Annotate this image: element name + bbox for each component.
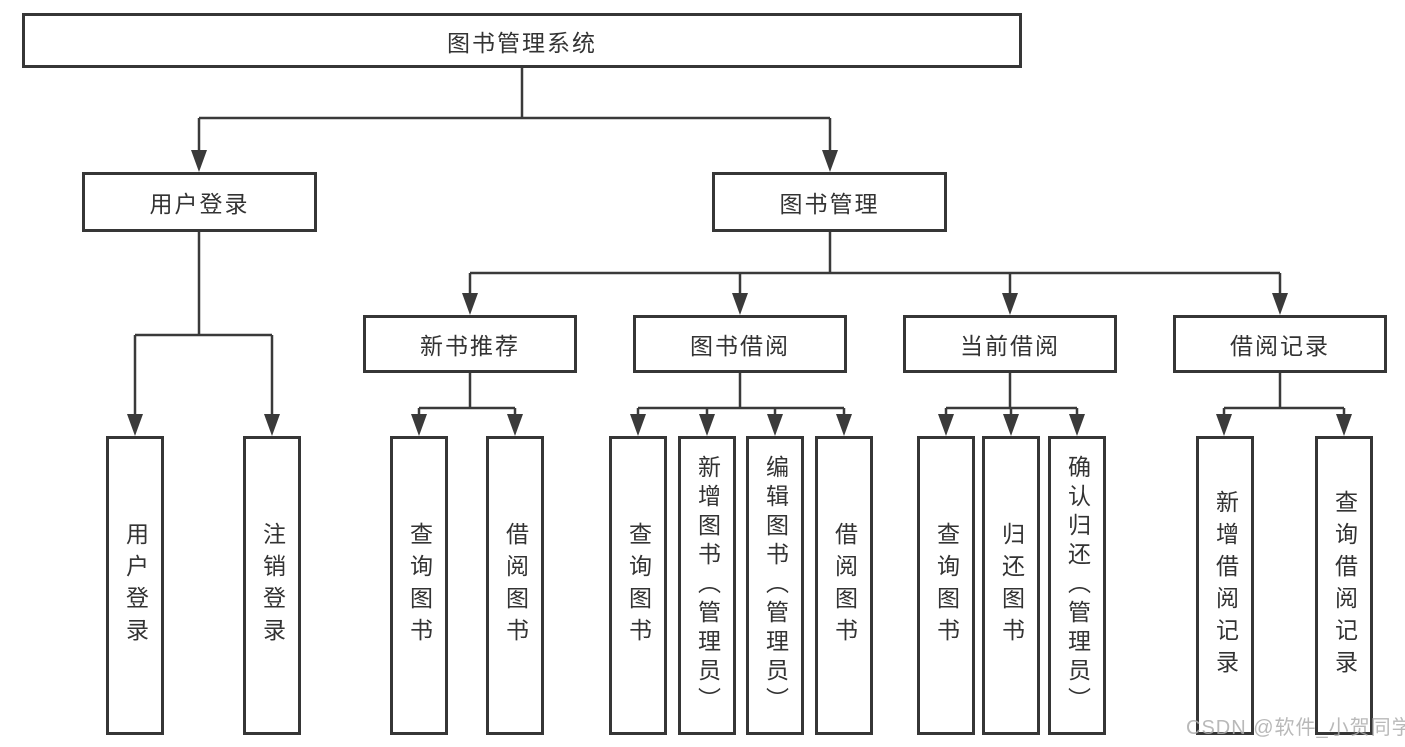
leaf-add-borrow-record: 新增借阅记录 xyxy=(1196,436,1254,735)
node-label: 归还图书 xyxy=(998,521,1025,650)
node-label: 新增图书（管理员） xyxy=(694,455,721,716)
leaf-query-books-borrow: 查询图书 xyxy=(609,436,667,735)
node-root-library-system: 图书管理系统 xyxy=(22,13,1022,68)
node-label: 借阅记录 xyxy=(1230,333,1330,359)
node-book-borrowing: 图书借阅 xyxy=(633,315,847,373)
leaf-user-login: 用户登录 xyxy=(106,436,164,735)
leaf-query-borrow-record: 查询借阅记录 xyxy=(1315,436,1373,735)
node-label: 图书管理系统 xyxy=(447,29,597,56)
leaf-logout: 注销登录 xyxy=(243,436,301,735)
node-label: 新增借阅记录 xyxy=(1212,489,1239,682)
node-label: 查询图书 xyxy=(406,521,433,650)
leaf-borrow-books: 借阅图书 xyxy=(815,436,873,735)
node-label: 用户登录 xyxy=(122,521,149,650)
node-label: 新书推荐 xyxy=(420,333,520,359)
node-book-management: 图书管理 xyxy=(712,172,947,232)
leaf-return-books: 归还图书 xyxy=(982,436,1040,735)
node-label: 注销登录 xyxy=(259,521,286,650)
node-label: 借阅图书 xyxy=(831,521,858,650)
node-borrowing-records: 借阅记录 xyxy=(1173,315,1387,373)
node-label: 查询借阅记录 xyxy=(1331,489,1358,682)
node-label: 查询图书 xyxy=(933,521,960,650)
node-label: 图书管理 xyxy=(779,191,880,217)
leaf-borrow-books-recommend: 借阅图书 xyxy=(486,436,544,735)
node-label: 查询图书 xyxy=(625,521,652,650)
leaf-query-books-current: 查询图书 xyxy=(917,436,975,735)
node-new-book-recommend: 新书推荐 xyxy=(363,315,577,373)
node-label: 用户登录 xyxy=(149,191,250,217)
node-label: 编辑图书（管理员） xyxy=(762,455,789,716)
node-label: 确认归还（管理员） xyxy=(1064,455,1091,716)
leaf-confirm-return-admin: 确认归还（管理员） xyxy=(1048,436,1106,735)
leaf-edit-books-admin: 编辑图书（管理员） xyxy=(746,436,804,735)
node-current-borrowing: 当前借阅 xyxy=(903,315,1117,373)
csdn-watermark: CSDN @软件_小贺同学 xyxy=(1186,717,1405,739)
node-label: 借阅图书 xyxy=(502,521,529,650)
leaf-add-books-admin: 新增图书（管理员） xyxy=(678,436,736,735)
node-label: 图书借阅 xyxy=(690,333,790,359)
node-label: 当前借阅 xyxy=(960,333,1060,359)
node-user-login: 用户登录 xyxy=(82,172,317,232)
leaf-query-books-recommend: 查询图书 xyxy=(390,436,448,735)
